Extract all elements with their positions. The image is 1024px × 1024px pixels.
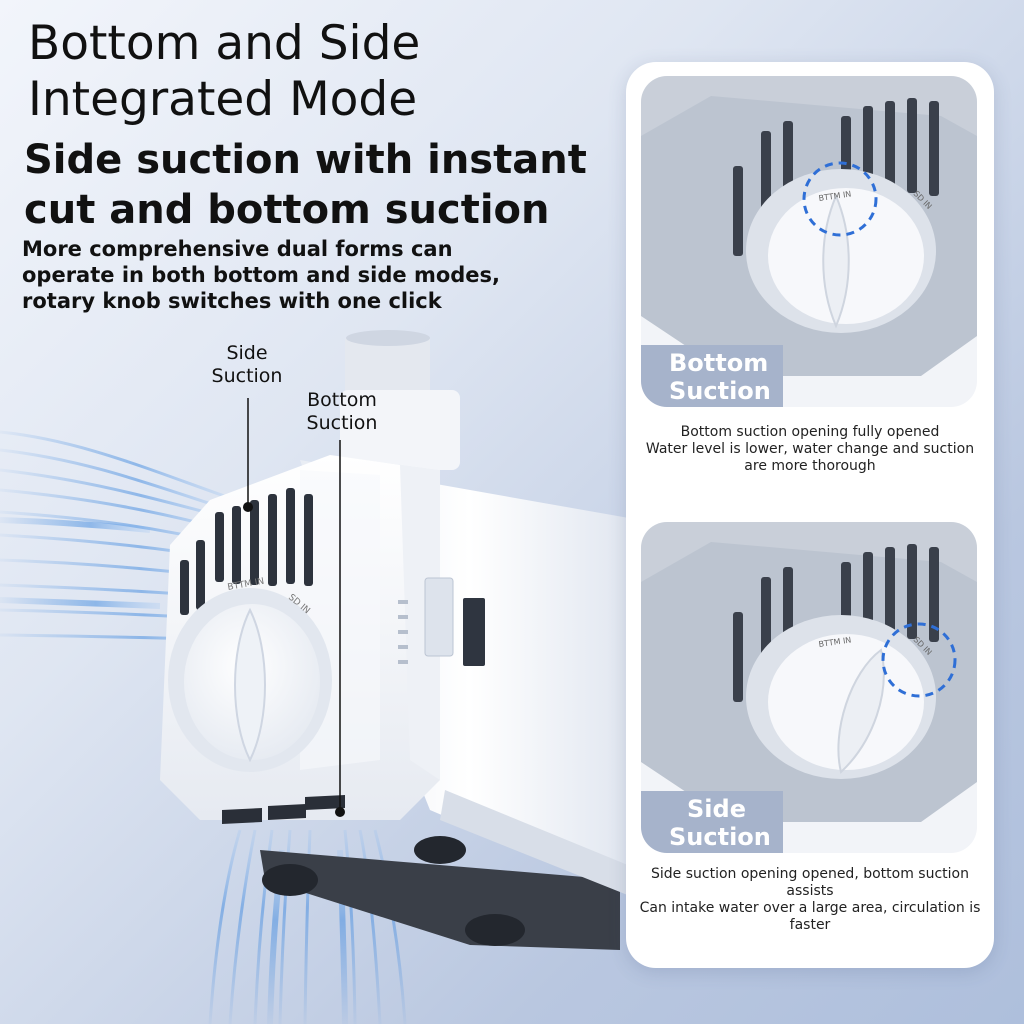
bottom-suction-marker	[335, 807, 345, 817]
callout-lines	[247, 398, 341, 810]
bottom-intake-slots	[222, 795, 345, 824]
title-line-1: Bottom and Side	[28, 16, 421, 71]
bottom-callout-line2: Suction	[306, 412, 378, 434]
bottom-suction-photo: BTTM IN SD IN Bottom Suction	[641, 76, 977, 407]
bottom-label-line1: Side	[687, 795, 746, 823]
bottom-suction-callout: Bottom Suction	[298, 389, 386, 435]
bottom-callout-line1: Bottom	[307, 389, 377, 411]
bottom-caption-line1: Side suction opening opened, bottom suct…	[650, 866, 969, 899]
side-suction-callout: Side Suction	[205, 342, 289, 388]
description: More comprehensive dual forms can operat…	[22, 237, 501, 313]
bottom-suction-caption: Bottom suction opening fully opened Wate…	[636, 424, 984, 475]
top-label-line1: Bottom	[669, 349, 769, 377]
bottom-caption-line2: Can intake water over a large area, circ…	[639, 900, 981, 933]
side-suction-label: Side Suction	[641, 791, 783, 853]
top-caption-line2: Water level is lower, water change and s…	[645, 441, 975, 474]
side-suction-marker	[243, 502, 253, 512]
title-line-2: Integrated Mode	[28, 72, 418, 127]
bottom-label-line2: Suction	[669, 823, 771, 851]
subtitle-line-1: Side suction with instant	[24, 137, 587, 183]
side-suction-caption: Side suction opening opened, bottom suct…	[636, 866, 984, 934]
bottom-suction-label: Bottom Suction	[641, 345, 783, 407]
side-callout-line2: Suction	[211, 365, 283, 387]
top-caption-line1: Bottom suction opening fully opened	[680, 424, 940, 440]
subtitle-line-2: cut and bottom suction	[24, 187, 550, 233]
top-label-line2: Suction	[669, 377, 771, 405]
side-grille	[180, 488, 313, 615]
side-callout-line1: Side	[226, 342, 268, 364]
mode-comparison-panel: BTTM IN SD IN Bottom Suction Bottom suct…	[626, 62, 994, 968]
side-suction-photo: BTTM IN SD IN Side Suction	[641, 522, 977, 853]
